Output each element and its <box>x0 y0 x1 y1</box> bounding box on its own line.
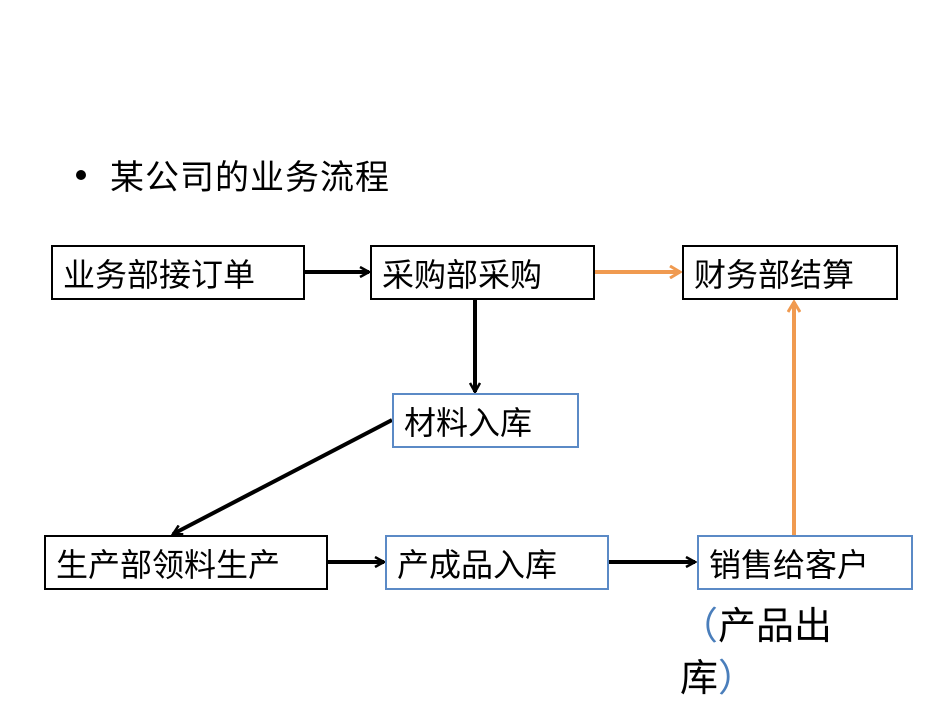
note-open-paren: （ <box>680 604 719 648</box>
node-sales[interactable]: 销售给客户 <box>697 535 913 590</box>
node-product-in-label: 产成品入库 <box>397 545 558 584</box>
title-row: 某公司的业务流程 <box>76 150 390 199</box>
node-purchase[interactable]: 采购部采购 <box>370 245 595 300</box>
node-production[interactable]: 生产部领料生产 <box>44 535 328 590</box>
note-close-paren: ） <box>718 656 757 700</box>
slide-title: 某公司的业务流程 <box>110 158 390 198</box>
node-order[interactable]: 业务部接订单 <box>51 245 305 300</box>
bullet-icon <box>76 169 86 180</box>
note-text-line1: 产品出 <box>718 604 833 648</box>
node-sales-label: 销售给客户 <box>709 545 870 584</box>
node-product-in[interactable]: 产成品入库 <box>385 535 609 590</box>
node-material-in-label: 材料入库 <box>404 403 533 442</box>
edge-material-to-production <box>173 418 393 536</box>
note-text-line2: 库 <box>680 656 719 700</box>
node-finance-label: 财务部结算 <box>694 255 855 294</box>
node-production-label: 生产部领料生产 <box>56 545 281 584</box>
sales-note: （产品出 库） <box>680 600 880 704</box>
node-purchase-label: 采购部采购 <box>382 255 543 294</box>
node-finance[interactable]: 财务部结算 <box>682 245 898 300</box>
node-order-label: 业务部接订单 <box>63 255 256 294</box>
node-material-in[interactable]: 材料入库 <box>392 393 579 448</box>
